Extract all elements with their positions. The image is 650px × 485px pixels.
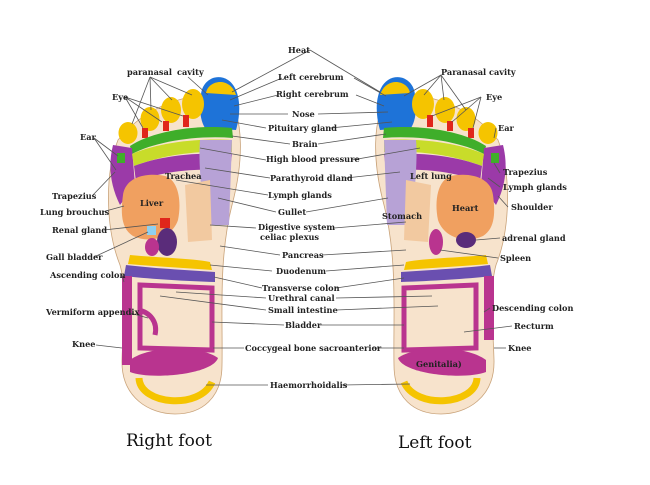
- leader-lines: [91, 49, 513, 386]
- right-digestive-zone: [185, 180, 212, 242]
- label-digestive-system: Digestive system: [258, 222, 335, 232]
- label-heat: Heat: [288, 45, 310, 55]
- left-descending-colon: [484, 276, 494, 340]
- label-ear-right: Ear: [80, 132, 97, 142]
- label-eye-right: Eye: [112, 92, 128, 102]
- label-trachea: Trachea: [165, 171, 202, 181]
- center-labels: Heat Left cerebrum Right cerebrum Nose P…: [245, 45, 382, 390]
- label-cavity: cavity: [177, 67, 204, 77]
- right-renal-gland: [157, 228, 177, 256]
- label-bladder: Bladder: [285, 320, 322, 330]
- label-descending-colon: Descending colon: [492, 303, 573, 313]
- right-yellow-pancreas: [128, 255, 212, 270]
- left-foot-labels: Paranasal cavity Eye Ear Trapezius Lymph…: [382, 67, 573, 369]
- right-genital-zone: [130, 348, 218, 376]
- label-transverse-colon: Transverse colon: [262, 283, 340, 293]
- left-green-band: [383, 127, 486, 154]
- label-adrenal-gland: adrenal gland: [502, 233, 566, 243]
- label-duodenum: Duodenum: [276, 266, 326, 276]
- label-right-cerebrum: Right cerebrum: [276, 89, 349, 99]
- label-spleen: Spleen: [500, 253, 531, 263]
- left-transverse-colon: [401, 265, 492, 282]
- label-shoulder: Shoulder: [511, 202, 553, 212]
- right-kidney: [145, 238, 159, 256]
- label-coccygeal: Coccygeal bone sacroanterior: [245, 343, 382, 353]
- label-gullet: Gullet: [278, 207, 306, 217]
- label-pancreas: Pancreas: [282, 250, 324, 260]
- label-trapezius-left: Trapezius: [503, 167, 548, 177]
- left-toe-3: [435, 97, 455, 123]
- left-foot: [375, 77, 508, 415]
- left-toe-2: [412, 89, 434, 119]
- right-gall-bladder: [147, 226, 156, 235]
- label-knee-left: Knee: [508, 343, 532, 353]
- left-small-intestine-frame: [401, 282, 479, 353]
- label-eye-left: Eye: [486, 92, 502, 102]
- right-toe-4: [140, 107, 160, 131]
- label-lymph-glands-left: Lymph glands: [503, 182, 567, 192]
- right-ear-green: [117, 153, 125, 163]
- right-renal-red: [160, 218, 170, 228]
- right-small-intestine-frame: [137, 282, 215, 353]
- right-ascending-colon: [122, 276, 132, 365]
- label-genitalia: Genitalia): [416, 359, 462, 369]
- left-heart: [436, 174, 495, 240]
- label-gall-bladder: Gall bladder: [46, 252, 103, 262]
- right-green-band: [130, 127, 233, 154]
- label-high-blood-pressure: High blood pressure: [266, 154, 360, 164]
- label-knee-right: Knee: [72, 339, 96, 349]
- right-foot: [108, 77, 241, 415]
- label-haemorrhoidalis: Haemorrhoidalis: [270, 380, 348, 390]
- right-big-toe-tip: [206, 81, 236, 95]
- label-ear-left: Ear: [498, 123, 515, 133]
- left-toe-4: [456, 107, 476, 131]
- label-paranasal-cavity-left: Paranasal cavity: [441, 67, 516, 77]
- label-vermiform: Vermiform appendix: [45, 307, 139, 317]
- right-red-band-1: [183, 115, 189, 127]
- right-toe-3: [161, 97, 181, 123]
- label-left-lung: Left lung: [410, 171, 452, 181]
- left-red-band-2: [447, 121, 453, 131]
- left-spleen: [429, 229, 443, 255]
- left-heel-arc: [400, 377, 481, 405]
- caption-right-foot: Right foot: [126, 431, 212, 451]
- label-lung-brouchus: Lung brouchus: [40, 207, 110, 217]
- right-transverse-colon: [124, 265, 215, 282]
- label-pituitary-gland: Pituitary gland: [268, 123, 337, 133]
- left-adrenal-gland: [456, 232, 476, 248]
- label-renal-gland: Renal gland: [52, 225, 107, 235]
- right-foot-labels: paranasal cavity Eye Ear Trapezius Lung …: [40, 67, 204, 349]
- left-ear-green: [491, 153, 499, 163]
- right-toe-2: [182, 89, 204, 119]
- label-heart: Heart: [452, 203, 479, 213]
- label-small-intestine: Small intestine: [268, 305, 338, 315]
- label-left-cerebrum: Left cerebrum: [278, 72, 344, 82]
- left-big-toe-tip: [380, 81, 410, 95]
- left-toe-5: [478, 122, 498, 144]
- label-lymph-glands: Lymph glands: [268, 190, 332, 200]
- label-paranasal: paranasal: [127, 67, 172, 77]
- label-parathyroid: Parathyroid dland: [270, 173, 353, 183]
- right-red-band-2: [163, 121, 169, 131]
- left-red-band-3: [468, 128, 474, 138]
- label-ascending-colon: Ascending colon: [49, 270, 125, 280]
- label-urethral-canal: Urethral canal: [268, 293, 335, 303]
- label-trapezius-right: Trapezius: [52, 191, 97, 201]
- label-recturm: Recturm: [514, 321, 554, 331]
- left-yellow-pancreas: [404, 255, 488, 270]
- left-red-band-1: [427, 115, 433, 127]
- left-genital-zone: [398, 348, 486, 376]
- label-stomach: Stomach: [382, 211, 422, 221]
- label-nose: Nose: [292, 109, 315, 119]
- right-heel-arc: [135, 377, 216, 405]
- left-stomach-zone: [404, 180, 431, 242]
- right-toe-5: [118, 122, 138, 144]
- label-celiac-plexus: celiac plexus: [260, 232, 319, 242]
- caption-left-foot: Left foot: [398, 433, 472, 453]
- right-red-band-3: [142, 128, 148, 138]
- label-liver: Liver: [140, 198, 164, 208]
- label-brain: Brain: [292, 139, 318, 149]
- right-vermiform: [137, 307, 159, 336]
